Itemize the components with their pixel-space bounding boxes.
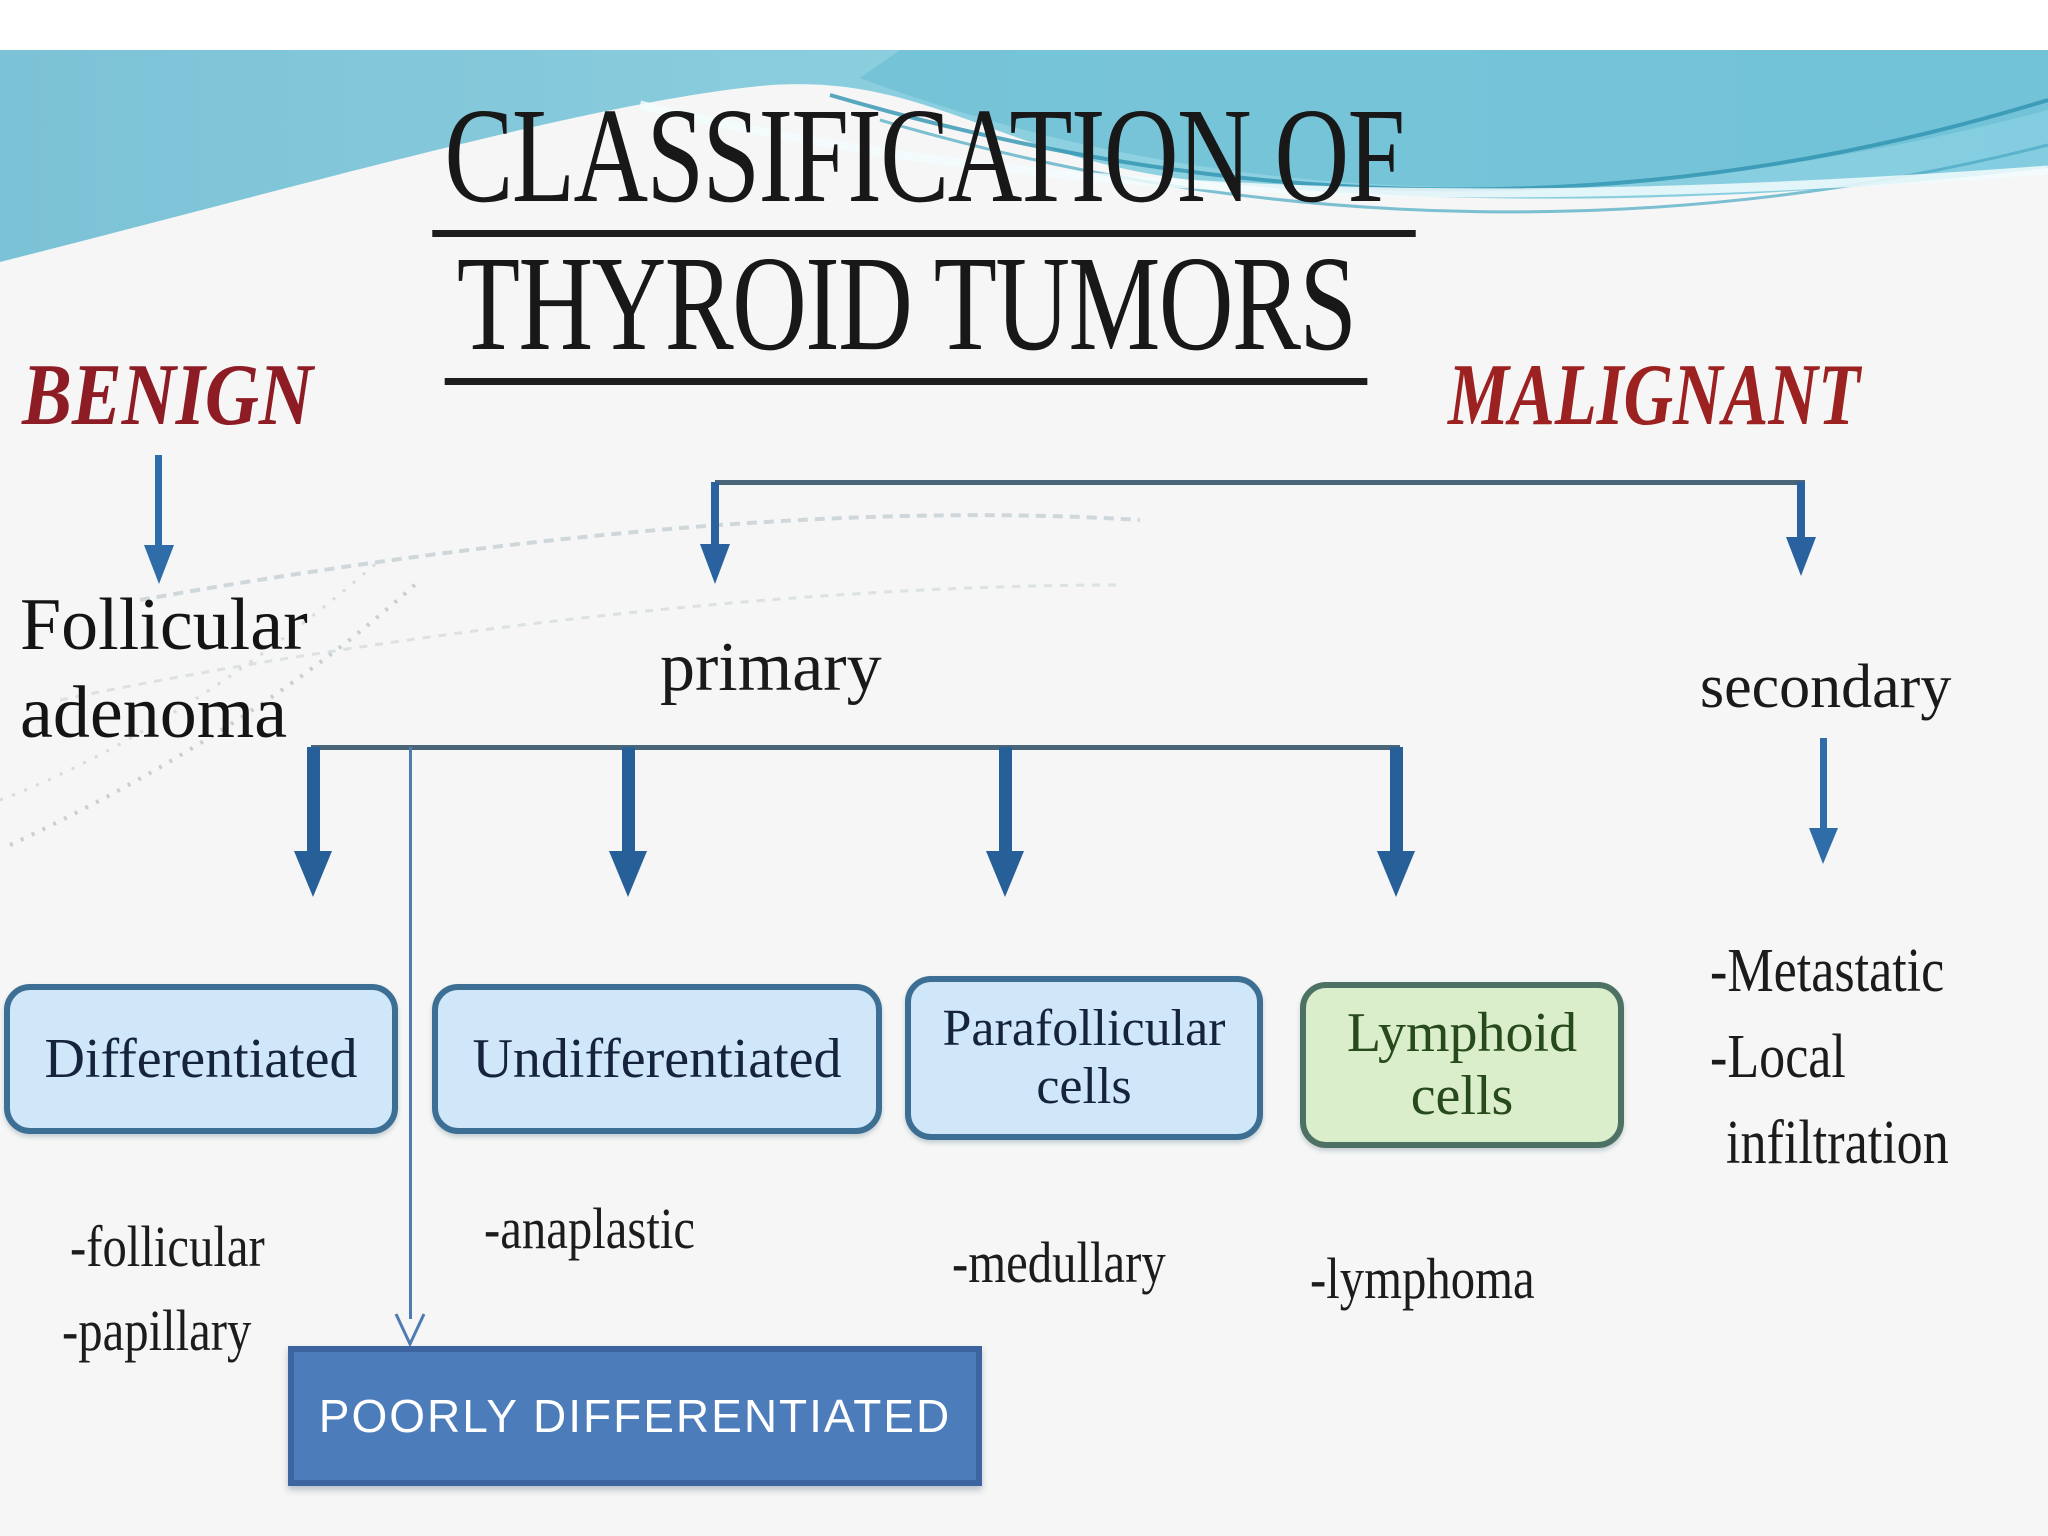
box-lymphoid-label-line1: Lymphoid: [1346, 1002, 1578, 1065]
slide-title-line1-row: CLASSIFICATION OF: [0, 88, 1948, 237]
outcome-local: -Local: [1710, 1023, 1846, 1091]
top-white-strip: [0, 0, 2048, 50]
poorly-differentiated-connector: [394, 747, 426, 1348]
malignant-header: MALIGNANT: [1448, 352, 1976, 440]
lymphoid-arrow: [1377, 747, 1415, 897]
malignant-bracket: [700, 480, 1816, 584]
box-parafollicular-label-line2: cells: [1036, 1058, 1132, 1115]
box-parafollicular-label-line1: Parafollicular: [942, 999, 1226, 1057]
outcome-infiltration: infiltration: [1726, 1109, 1949, 1177]
follicular-adenoma-line1: Follicular: [20, 584, 308, 666]
metastatic-arrow: [1809, 738, 1838, 864]
follicular-adenoma-line2: adenoma: [20, 672, 288, 754]
box-differentiated: Differentiated: [4, 984, 398, 1134]
secondary-arrow: [1786, 482, 1816, 576]
primary-bracket: [294, 745, 1415, 897]
box-undifferentiated: Undifferentiated: [432, 984, 882, 1134]
slide-title-line2: THYROID TUMORS: [444, 236, 1368, 385]
primary-label: primary: [660, 629, 882, 706]
box-lymphoid-label-line2: cells: [1410, 1065, 1514, 1127]
differentiated-arrow: [294, 747, 332, 897]
undifferentiated-arrow: [609, 747, 647, 897]
box-undifferentiated-label: Undifferentiated: [472, 1027, 842, 1090]
box-poorly-differentiated: POORLY DIFFERENTIATED: [288, 1346, 982, 1486]
primary-arrow: [700, 482, 730, 584]
sub-papillary: -papillary: [62, 1298, 252, 1363]
sub-lymphoma: -lymphoma: [1310, 1246, 1535, 1311]
box-lymphoid-cells: Lymphoid cells: [1300, 982, 1624, 1148]
benign-label: BENIGN: [22, 347, 313, 444]
malignant-label: MALIGNANT: [1448, 347, 1860, 444]
box-parafollicular-cells: Parafollicular cells: [905, 976, 1263, 1140]
secondary-label: secondary: [1700, 653, 1952, 721]
benign-arrow: [144, 455, 174, 584]
box-differentiated-label: Differentiated: [44, 1027, 358, 1090]
slide-title-line2-row: THYROID TUMORS: [0, 236, 1930, 385]
sub-anaplastic: -anaplastic: [484, 1196, 696, 1261]
sub-medullary: -medullary: [952, 1230, 1166, 1295]
benign-header: BENIGN: [22, 352, 364, 440]
outcome-metastatic: -Metastatic: [1710, 937, 1945, 1005]
parafollicular-arrow: [986, 747, 1024, 897]
slide-title-line1: CLASSIFICATION OF: [432, 88, 1416, 237]
sub-follicular: -follicular: [70, 1214, 265, 1279]
poorly-differentiated-label: POORLY DIFFERENTIATED: [318, 1390, 952, 1442]
